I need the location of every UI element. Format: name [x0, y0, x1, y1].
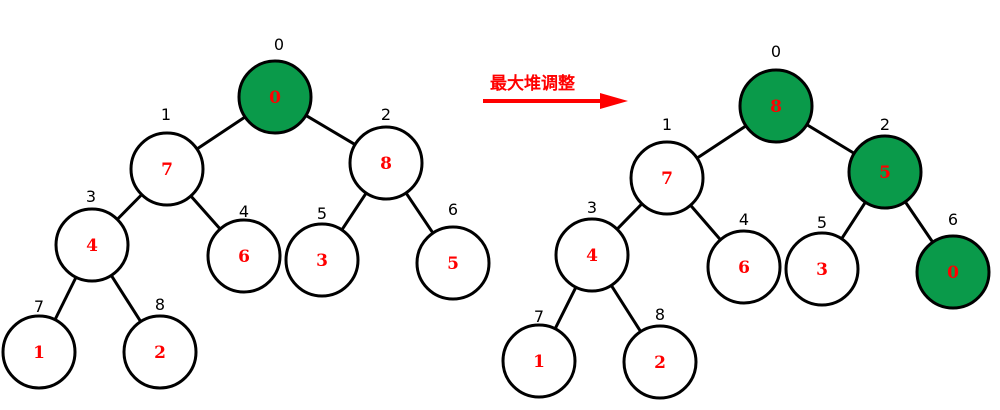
node-value: 3 [816, 260, 828, 280]
node-index-label: 0 [771, 42, 781, 61]
tree-edge [340, 192, 368, 231]
node-circle [206, 218, 282, 294]
node-value: 5 [447, 254, 459, 274]
node-index-label: 4 [239, 202, 249, 221]
arrow-head [600, 93, 628, 109]
node-value: 8 [770, 97, 782, 117]
node-circle [554, 217, 630, 293]
tree-node: 28 [122, 295, 198, 390]
tree-node: 82 [348, 105, 424, 201]
node-value: 1 [33, 343, 45, 363]
node-circle [501, 323, 577, 399]
tree-node: 52 [847, 115, 923, 210]
tree-node: 71 [629, 115, 705, 216]
node-circle [706, 229, 782, 305]
tree-edge [553, 286, 578, 330]
node-circle [348, 125, 424, 201]
node-index-label: 8 [155, 295, 165, 314]
tree-node: 80 [738, 42, 814, 144]
tree-node: 17 [501, 307, 577, 399]
node-index-label: 5 [817, 213, 827, 232]
tree-node: 35 [284, 204, 360, 298]
tree-node: 00 [237, 35, 313, 135]
node-index-label: 6 [948, 210, 958, 229]
node-circle [1, 314, 77, 390]
node-circle [738, 68, 814, 144]
node-value: 3 [316, 251, 328, 271]
tree-edge [806, 123, 855, 155]
tree-edge [616, 202, 643, 231]
node-circle [284, 222, 360, 298]
node-circle [784, 231, 860, 307]
arrow-caption: 最大堆调整 [490, 73, 575, 94]
node-circle [915, 234, 991, 310]
node-index-label: 7 [534, 307, 544, 326]
adjust-arrow: 最大堆调整 [483, 73, 628, 109]
tree-edge [305, 114, 356, 146]
tree-node: 17 [1, 297, 77, 390]
node-circle [415, 225, 491, 301]
node-circle [629, 140, 705, 216]
node-value: 2 [154, 343, 166, 363]
tree-node: 64 [706, 210, 782, 305]
node-value: 2 [654, 353, 666, 373]
node-value: 8 [380, 154, 392, 174]
node-value: 6 [238, 247, 250, 267]
node-value: 7 [161, 160, 173, 180]
tree-edge [696, 124, 747, 160]
node-index-label: 3 [587, 198, 597, 217]
node-circle [622, 324, 698, 400]
tree-edge [110, 274, 142, 323]
node-index-label: 6 [448, 200, 458, 219]
tree-edge [840, 201, 867, 240]
node-index-label: 1 [662, 115, 672, 134]
tree-edge [689, 204, 722, 241]
node-value: 4 [86, 236, 98, 256]
tree-node: 56 [415, 200, 491, 301]
node-index-label: 0 [274, 35, 284, 54]
node-circle [122, 314, 198, 390]
node-index-label: 4 [739, 210, 749, 229]
tree-edge [189, 194, 222, 231]
node-value: 6 [738, 258, 750, 278]
tree-node: 06 [915, 210, 991, 310]
node-index-label: 3 [86, 187, 96, 206]
tree-node: 43 [54, 187, 130, 283]
tree-node: 35 [784, 213, 860, 307]
node-circle [847, 134, 923, 210]
node-index-label: 2 [880, 115, 890, 134]
node-circle [237, 59, 313, 135]
tree-node: 64 [206, 202, 282, 294]
tree-edge [116, 193, 143, 221]
node-value: 7 [661, 169, 673, 189]
tree-edge [904, 200, 934, 244]
node-value: 1 [533, 352, 545, 372]
node-index-label: 1 [161, 105, 171, 124]
tree-edge [610, 284, 642, 333]
node-index-label: 2 [381, 105, 391, 124]
tree-edge [404, 192, 435, 234]
tree-node: 71 [129, 105, 205, 207]
node-value: 5 [879, 163, 891, 183]
node-value: 0 [269, 88, 281, 108]
tree-edge [53, 276, 78, 321]
node-value: 4 [586, 246, 598, 266]
tree-node: 43 [554, 198, 630, 293]
node-index-label: 5 [317, 204, 327, 223]
node-value: 0 [947, 263, 959, 283]
node-circle [129, 131, 205, 207]
tree-node: 28 [622, 305, 698, 400]
tree-edge [196, 115, 246, 151]
node-index-label: 8 [655, 305, 665, 324]
node-index-label: 7 [34, 297, 44, 316]
node-circle [54, 207, 130, 283]
